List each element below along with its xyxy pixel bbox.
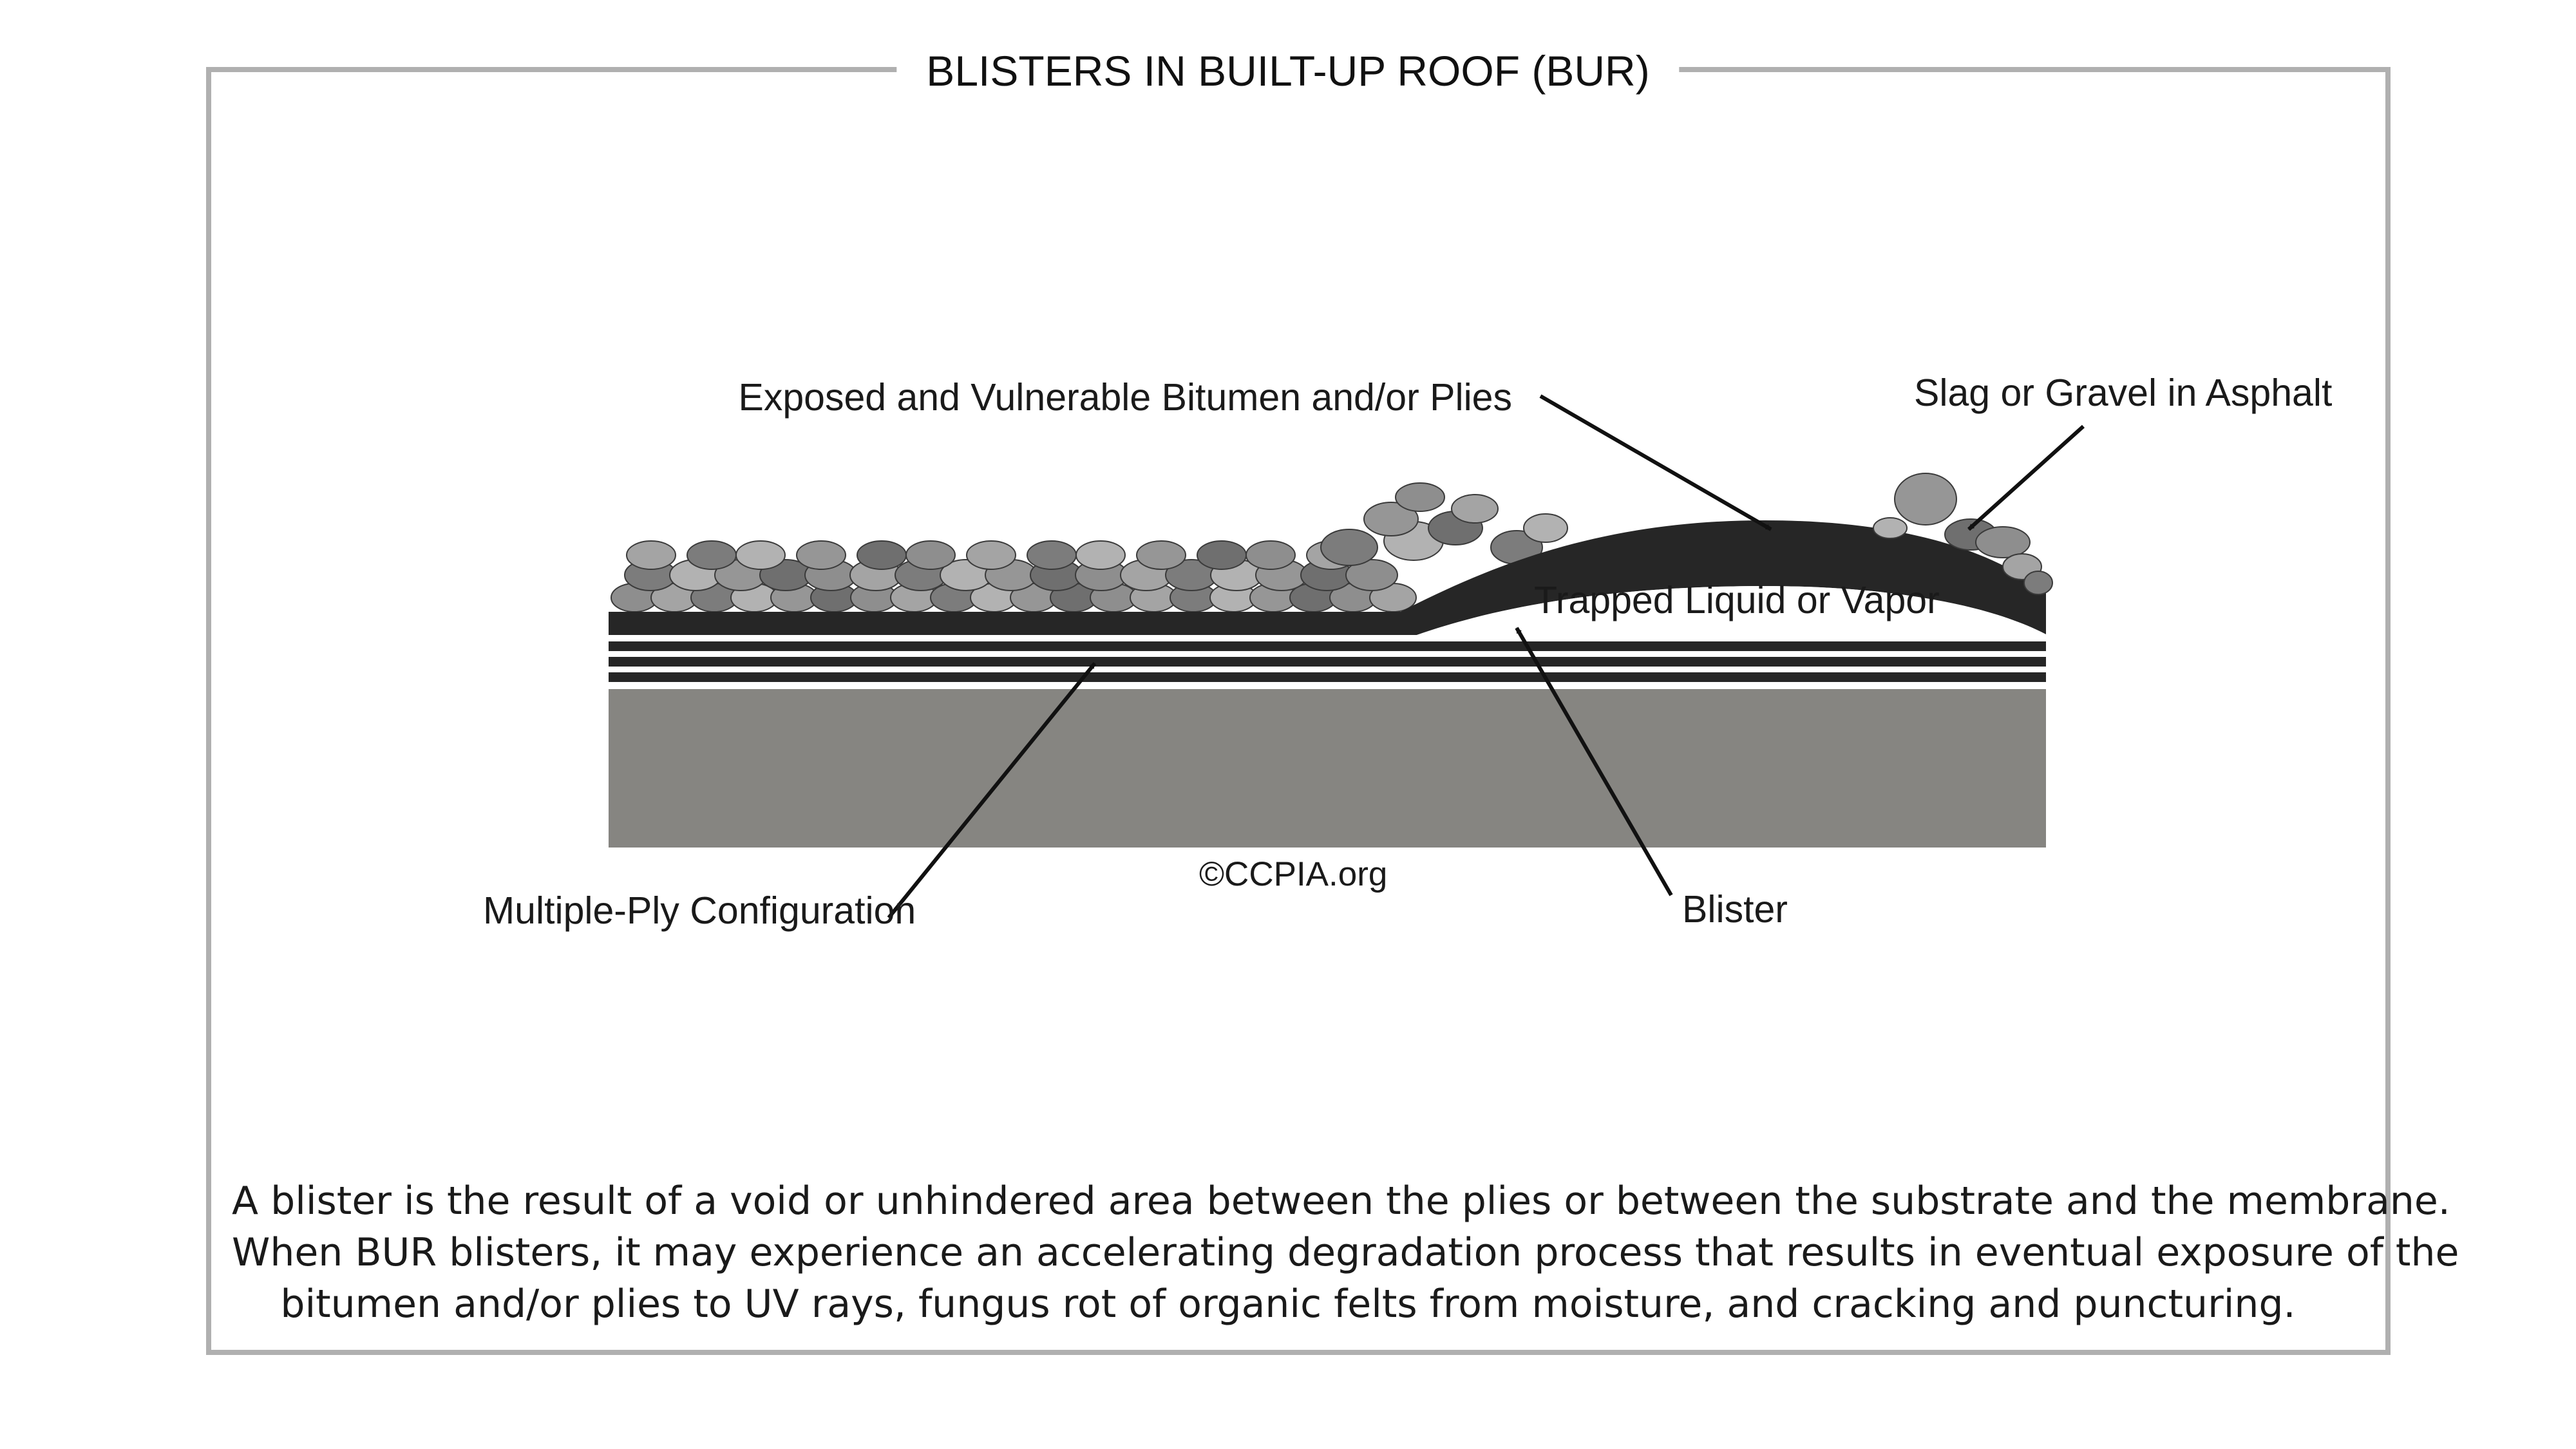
blister-membrane [609, 520, 2046, 635]
gravel-stone [966, 540, 1016, 570]
gravel-stone [2023, 571, 2053, 595]
label-multiple-ply: Multiple-Ply Configuration [483, 889, 916, 932]
gravel-stone [857, 540, 907, 570]
gravel-stone [1395, 482, 1445, 512]
gravel-stone [1523, 513, 1568, 543]
gravel-stone [905, 540, 956, 570]
copyright-notice: ©CCPIA.org [1199, 855, 1387, 893]
gravel-stones [611, 482, 1568, 612]
description-line: bitumen and/or plies to UV rays, fungus … [280, 1282, 2296, 1327]
ply-layers [609, 641, 2046, 682]
description-text: A blister is the result of a void or unh… [232, 1175, 2459, 1330]
gravel-stones-right [1873, 473, 2053, 595]
gravel-stone [1363, 502, 1419, 536]
gravel-stone [1197, 540, 1247, 570]
gravel-stone [626, 540, 676, 570]
label-slag-gravel: Slag or Gravel in Asphalt [1914, 372, 2332, 414]
gravel-stone [1975, 526, 2031, 558]
gravel-stone [1075, 540, 1126, 570]
gravel-stone [1894, 473, 1957, 526]
label-exposed-bitumen: Exposed and Vulnerable Bitumen and/or Pl… [738, 376, 1512, 419]
gravel-stone [1451, 494, 1499, 524]
description-line: When BUR blisters, it may experience an … [232, 1230, 2459, 1275]
gravel-stone [687, 540, 737, 570]
gravel-stone [1136, 540, 1186, 570]
diagram-title: BLISTERS IN BUILT-UP ROOF (BUR) [896, 44, 1680, 98]
gravel-stone [735, 540, 786, 570]
gravel-stone [1027, 540, 1077, 570]
arrow-exposed [1539, 394, 1772, 531]
description-line: A blister is the result of a void or unh… [232, 1179, 2450, 1224]
arrow-slag [1967, 424, 2085, 531]
arrow-blister [1515, 627, 1673, 896]
label-blister: Blister [1682, 888, 1788, 931]
label-trapped-liquid: Trapped Liquid or Vapor [1534, 579, 1940, 621]
arrow-multiply [887, 662, 1097, 919]
gravel-stone [1873, 517, 1908, 539]
substrate-layer [609, 689, 2046, 848]
gravel-stone [1320, 529, 1378, 566]
trapped-void [1417, 586, 2046, 638]
gravel-stone [796, 540, 846, 570]
gravel-stone [1345, 559, 1398, 591]
gravel-stone [1245, 540, 1296, 570]
